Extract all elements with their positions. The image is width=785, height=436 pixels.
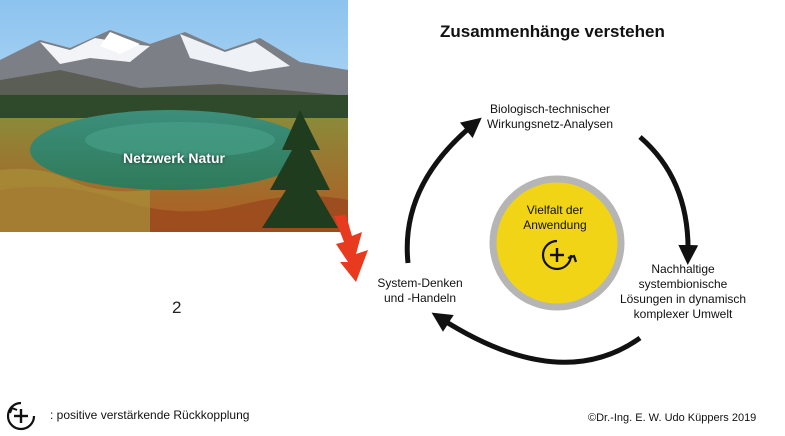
center-label: Vielfalt der Anwendung xyxy=(523,203,587,232)
arrow-left-to-top xyxy=(404,117,482,264)
node-solutions: Nachhaltige systembionische Lösungen in … xyxy=(619,262,747,321)
node-system-thinking: System-Denken und -Handeln xyxy=(377,276,463,305)
page-number: 2 xyxy=(172,298,182,317)
center-circle xyxy=(489,175,625,311)
positive-feedback-icon xyxy=(541,239,578,271)
arrow-right-to-left xyxy=(431,312,642,365)
legend-feedback-icon xyxy=(6,401,36,431)
landscape-photo xyxy=(0,0,348,232)
lightning-icon xyxy=(334,215,368,282)
arrow-top-to-right xyxy=(638,135,699,265)
node-analysis: Biologisch-technischer Wirkungsnetz-Anal… xyxy=(486,102,614,131)
copyright: ©Dr.-Ing. E. W. Udo Küppers 2019 xyxy=(588,412,757,424)
legend-text: : positive verstärkende Rückkopplung xyxy=(50,408,250,422)
photo-caption: Netzwerk Natur xyxy=(123,150,225,166)
diagram-title: Zusammenhänge verstehen xyxy=(440,22,665,41)
